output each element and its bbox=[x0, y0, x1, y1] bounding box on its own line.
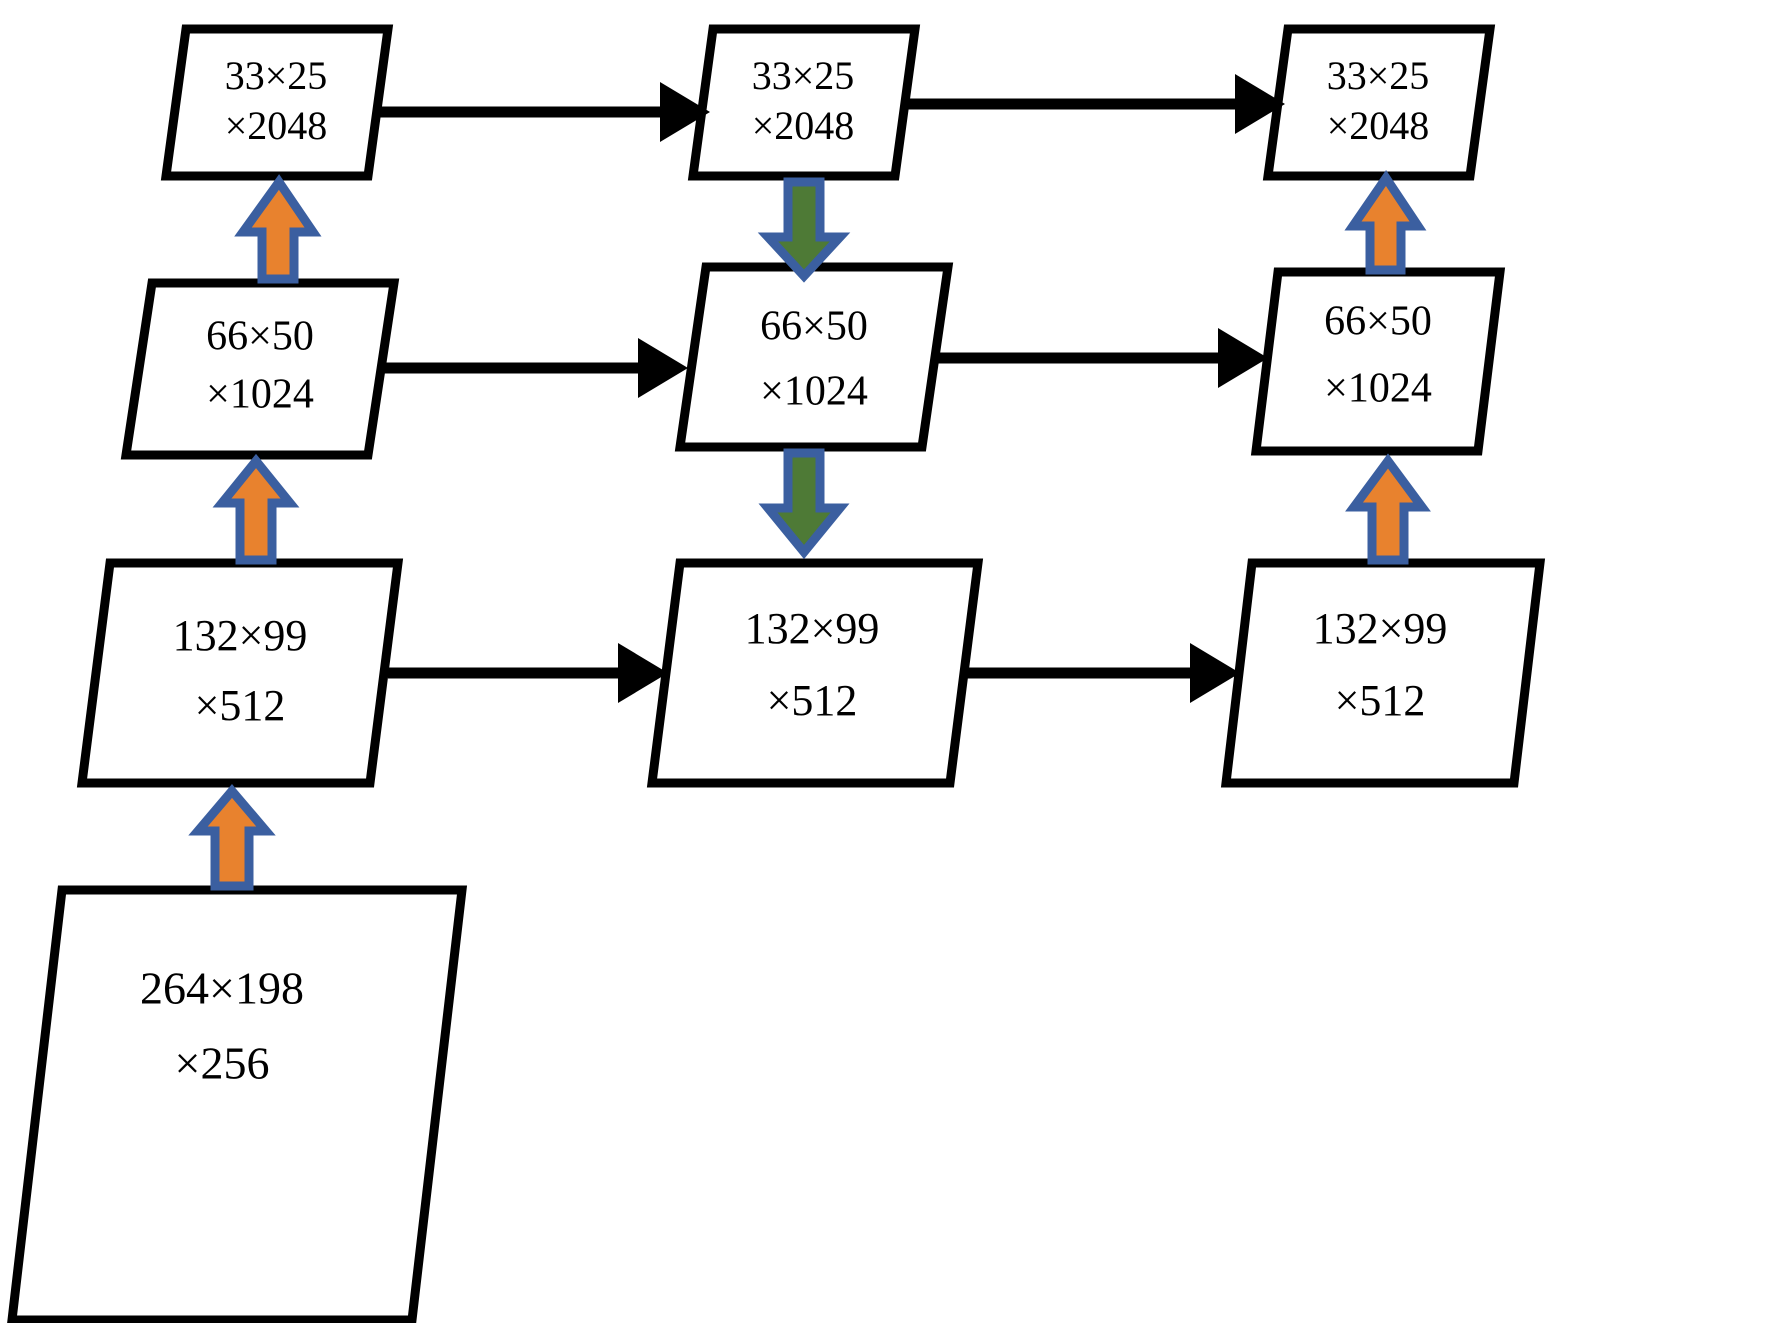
node-label-line2: ×512 bbox=[1335, 676, 1426, 725]
node-parallelogram bbox=[646, 558, 984, 788]
arrow-v-down-2048-1024 bbox=[757, 177, 851, 283]
node-label-line2: ×2048 bbox=[225, 103, 328, 148]
arrow-h-2048-2-3 bbox=[905, 74, 1285, 134]
node-label-line2: ×1024 bbox=[1324, 366, 1432, 412]
arrow-head-icon bbox=[1235, 74, 1285, 134]
node-n-1024-2[interactable]: 66×50 ×1024 bbox=[674, 262, 954, 452]
node-n-2048-2[interactable]: 33×25 ×2048 bbox=[687, 24, 921, 181]
arrow-head-icon bbox=[660, 82, 710, 142]
arrow-head-icon bbox=[1218, 328, 1268, 388]
node-n-1024-3[interactable]: 66×50 ×1024 bbox=[1250, 267, 1506, 456]
up-arrow-icon bbox=[212, 453, 300, 565]
node-n-2048-3[interactable]: 33×25 ×2048 bbox=[1262, 24, 1496, 181]
node-label-line2: ×512 bbox=[195, 681, 286, 730]
node-label-line1: 132×99 bbox=[1313, 604, 1448, 653]
arrow-v-up-512-1024-r bbox=[1345, 453, 1431, 565]
down-arrow-icon bbox=[757, 177, 851, 283]
arrow-v-down-1024-512 bbox=[758, 448, 850, 560]
up-arrow-icon bbox=[1344, 169, 1427, 275]
node-n-512-3[interactable]: 132×99 ×512 bbox=[1220, 558, 1546, 788]
node-parallelogram bbox=[687, 24, 921, 181]
up-arrow-icon bbox=[1345, 453, 1431, 565]
node-n-512-2[interactable]: 132×99 ×512 bbox=[646, 558, 984, 788]
node-label-line1: 264×198 bbox=[140, 963, 304, 1014]
node-label-line2: ×256 bbox=[175, 1038, 270, 1089]
node-label-line2: ×2048 bbox=[1327, 103, 1430, 148]
node-n-2048-1[interactable]: 33×25 ×2048 bbox=[160, 24, 394, 181]
node-label-line1: 66×50 bbox=[1324, 299, 1432, 345]
node-label-line1: 33×25 bbox=[752, 53, 855, 98]
node-label-line2: ×1024 bbox=[760, 369, 868, 415]
arrow-head-icon bbox=[618, 643, 668, 703]
node-parallelogram bbox=[7, 885, 468, 1323]
down-arrow-icon bbox=[758, 448, 850, 560]
arrow-v-up-1024-2048-r bbox=[1344, 169, 1427, 275]
up-arrow-icon bbox=[188, 784, 276, 891]
node-parallelogram bbox=[120, 278, 400, 460]
node-label-line1: 132×99 bbox=[173, 611, 308, 660]
node-n-512-1[interactable]: 132×99 ×512 bbox=[76, 558, 404, 788]
arrow-head-icon bbox=[638, 338, 688, 398]
node-n-256-1[interactable]: 264×198 ×256 bbox=[7, 885, 468, 1323]
arrow-h-1024-1-2 bbox=[382, 338, 688, 398]
arrow-h-1024-2-3 bbox=[936, 328, 1268, 388]
node-parallelogram bbox=[160, 24, 394, 181]
node-label-line2: ×2048 bbox=[752, 103, 855, 148]
node-parallelogram bbox=[1220, 558, 1546, 788]
arrow-h-512-1-2 bbox=[388, 643, 668, 703]
arrow-v-up-512-1024 bbox=[212, 453, 300, 565]
node-label-line1: 66×50 bbox=[760, 304, 868, 350]
node-label-line1: 132×99 bbox=[745, 604, 880, 653]
node-label-line1: 66×50 bbox=[206, 314, 314, 360]
node-label-line1: 33×25 bbox=[225, 53, 328, 98]
node-parallelogram bbox=[1262, 24, 1496, 181]
arrow-v-up-1024-2048 bbox=[234, 174, 322, 284]
arrow-h-512-2-3 bbox=[966, 643, 1240, 703]
node-label-line2: ×512 bbox=[767, 676, 858, 725]
node-n-1024-1[interactable]: 66×50 ×1024 bbox=[120, 278, 400, 460]
arrow-head-icon bbox=[1190, 643, 1240, 703]
node-parallelogram bbox=[76, 558, 404, 788]
node-label-line2: ×1024 bbox=[206, 372, 314, 418]
node-parallelogram bbox=[1250, 267, 1506, 456]
node-parallelogram bbox=[674, 262, 954, 452]
arrow-v-up-256-512 bbox=[188, 784, 276, 891]
node-label-line1: 33×25 bbox=[1327, 53, 1430, 98]
arrow-h-2048-1-2 bbox=[378, 82, 710, 142]
up-arrow-icon bbox=[234, 174, 322, 284]
